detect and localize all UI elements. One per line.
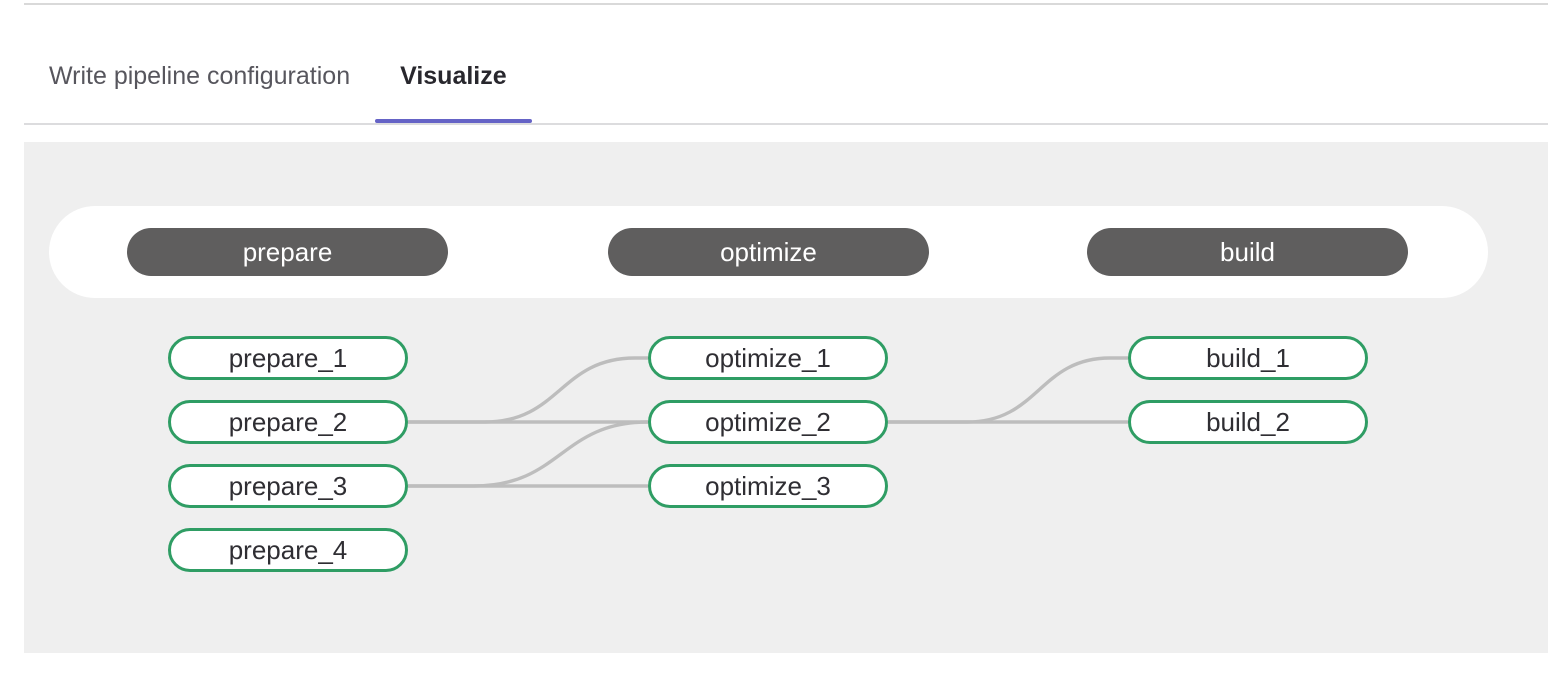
stage-pill-optimize: optimize [608,228,929,276]
edge-prepare_2-to-optimize_1 [408,356,648,424]
job-pill-optimize_3[interactable]: optimize_3 [648,464,888,508]
tab-visualize[interactable]: Visualize [375,29,532,123]
active-tab-indicator [375,119,532,123]
job-pill-optimize_2[interactable]: optimize_2 [648,400,888,444]
job-pill-prepare_4[interactable]: prepare_4 [168,528,408,572]
tab-write-pipeline-configuration[interactable]: Write pipeline configuration [24,29,375,123]
top-divider [24,3,1548,5]
job-pill-build_1[interactable]: build_1 [1128,336,1368,380]
pipeline-editor-tab-bar: Write pipeline configuration Visualize [24,0,1548,125]
job-pill-prepare_1[interactable]: prepare_1 [168,336,408,380]
edge-optimize_2-to-build_1 [888,356,1128,424]
stage-pill-prepare: prepare [127,228,448,276]
job-pill-prepare_3[interactable]: prepare_3 [168,464,408,508]
job-pill-build_2[interactable]: build_2 [1128,400,1368,444]
edge-prepare_3-to-optimize_2 [408,420,649,488]
pipeline-graph-panel: prepare optimize build prepare_1 prepare… [24,142,1548,653]
job-pill-optimize_1[interactable]: optimize_1 [648,336,888,380]
stage-pill-build: build [1087,228,1408,276]
tab-write-pipeline-configuration-label: Write pipeline configuration [49,61,351,90]
tab-visualize-label: Visualize [400,61,507,90]
job-pill-prepare_2[interactable]: prepare_2 [168,400,408,444]
